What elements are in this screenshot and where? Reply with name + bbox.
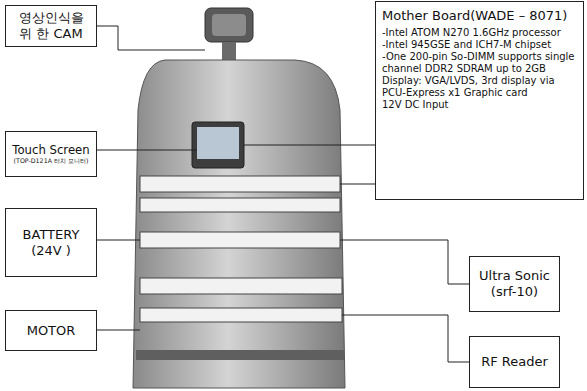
box-detail: -One 200-pin So-DIMM supports single cha… <box>382 51 577 75</box>
mother-board-box: Mother Board(WADE – 8071) -Intel ATOM N27… <box>375 1 584 200</box>
box-detail: -Intel ATOM N270 1.6GHz processor <box>382 27 561 39</box>
box-title: Ultra Sonic (srf-10) <box>474 268 555 299</box>
body-band <box>140 176 340 192</box>
box-detail: 12V DC Input <box>382 99 449 111</box>
box-title: Mother Board(WADE – 8071) <box>382 8 567 24</box>
leader-line <box>97 240 140 241</box>
box-title: BATTERY (24V ) <box>10 227 92 258</box>
rf-reader-box: RF Reader <box>469 336 560 388</box>
body-band <box>140 308 342 322</box>
body-base <box>136 350 344 360</box>
leader-line <box>340 240 469 284</box>
box-detail: Display: VGA/LVDS, 3rd display via PCU-E… <box>382 75 577 99</box>
robot-body <box>133 60 345 388</box>
leader-line <box>244 145 375 146</box>
box-detail: -Intel 945GSE and ICH7-M chipset <box>382 39 551 51</box>
leader-line <box>340 184 375 185</box>
leader-line <box>97 330 140 331</box>
body-band <box>140 232 340 248</box>
body-band <box>140 198 340 212</box>
camera-lens <box>212 14 246 36</box>
box-title: MOTOR <box>27 323 76 339</box>
leader-line <box>97 26 205 50</box>
touch-screen <box>192 122 244 168</box>
ultrasonic-box: Ultra Sonic (srf-10) <box>469 256 560 312</box>
leader-line <box>342 315 469 362</box>
touch-screen-box: Touch Screen(TOP-D121A 터치 모니터) <box>5 131 97 177</box>
box-detail: (TOP-D121A 터치 모니터) <box>14 157 89 165</box>
camera-box: 영상인식을 위 한 CAM <box>5 5 97 47</box>
battery-box: BATTERY (24V ) <box>5 208 97 277</box>
box-title: Touch Screen <box>12 143 89 157</box>
motor-box: MOTOR <box>5 310 97 351</box>
robot-neck <box>222 42 236 60</box>
camera-head <box>205 8 253 42</box>
box-title: RF Reader <box>481 354 548 370</box>
screen-glass <box>197 127 239 159</box>
box-title: 영상인식을 위 한 CAM <box>10 10 92 41</box>
leader-line <box>97 150 197 151</box>
body-band <box>140 278 342 294</box>
